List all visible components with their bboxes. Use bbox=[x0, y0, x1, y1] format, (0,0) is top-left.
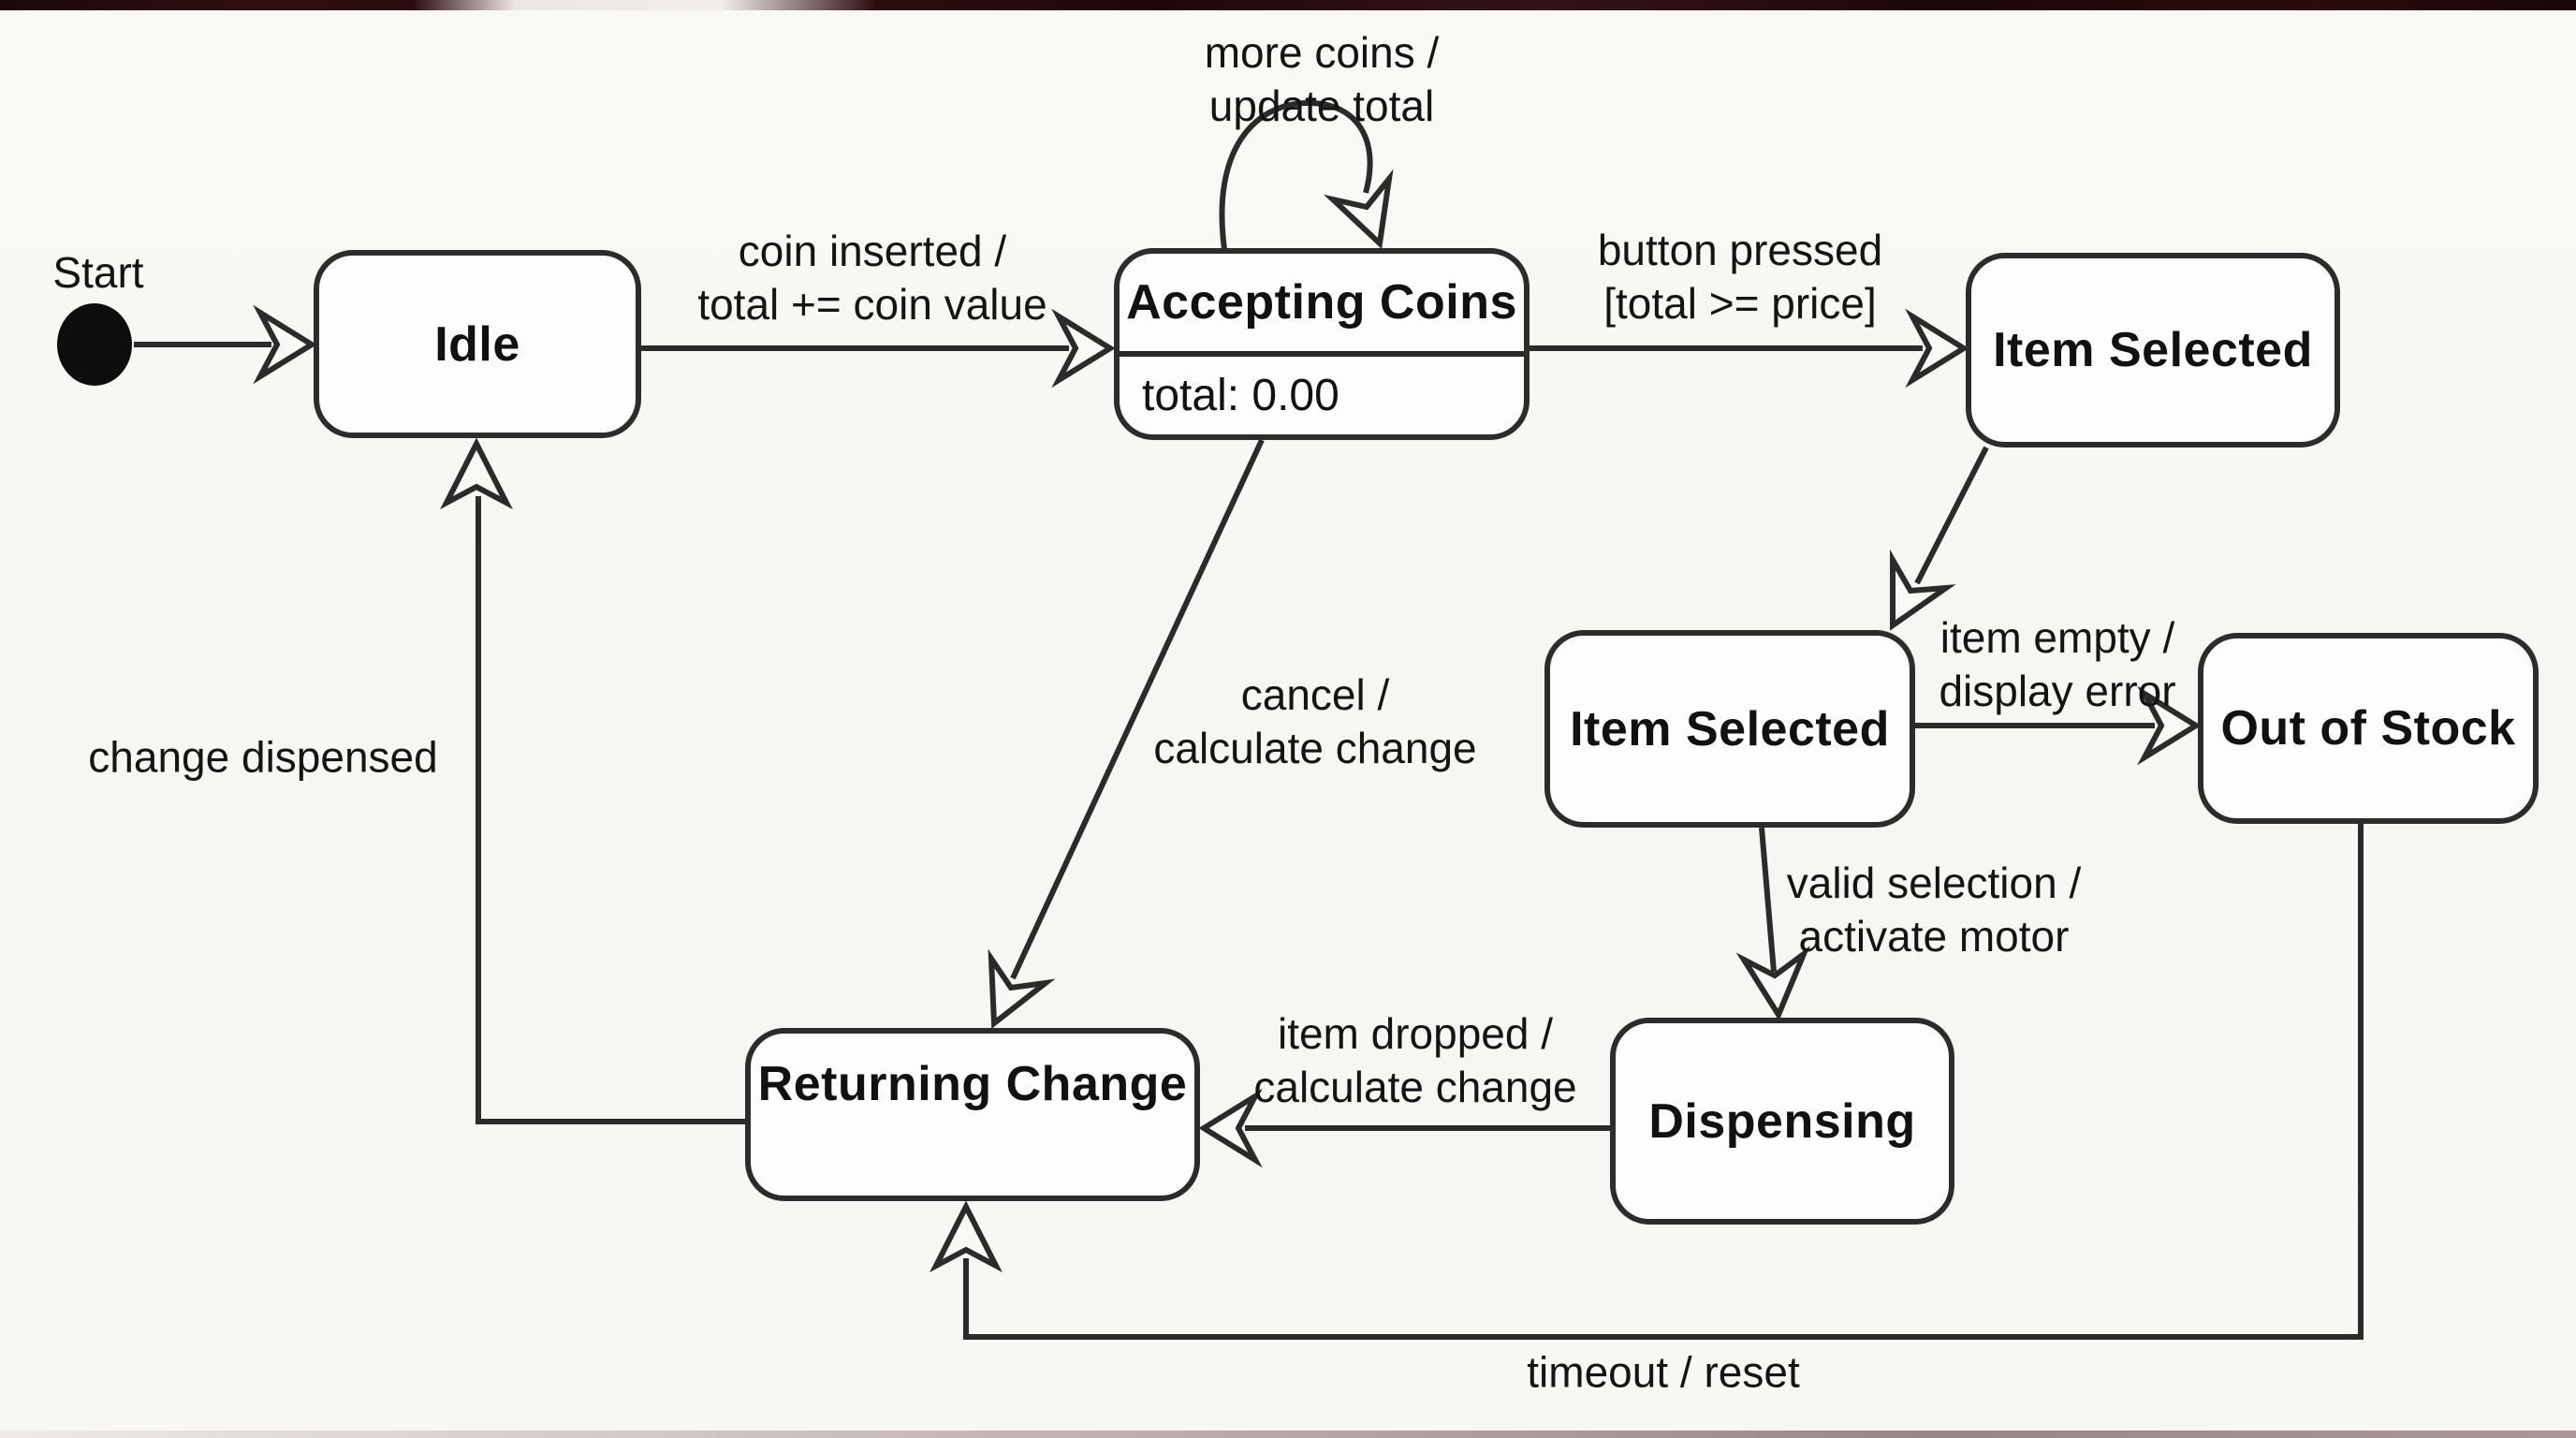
label-valid-selection-line1: valid selection / bbox=[1786, 858, 2082, 907]
transition-more-coins-loop bbox=[1219, 99, 1373, 250]
transition-change-dispensed-line bbox=[476, 496, 745, 1124]
transition-change-dispensed-arrowhead bbox=[440, 437, 513, 510]
transition-item-empty-arrowhead bbox=[2137, 685, 2202, 766]
label-more-coins-line2: update total bbox=[1208, 81, 1435, 130]
label-button-pressed-line2: [total >= price] bbox=[1603, 279, 1877, 328]
state-item-selected-top-title: Item Selected bbox=[1993, 323, 2313, 377]
transition-valid-selection-line bbox=[1759, 827, 1777, 973]
transition-button-pressed-arrowhead bbox=[1905, 308, 1969, 389]
state-item-selected-top: Item Selected bbox=[1966, 253, 2340, 448]
state-accepting-coins-title-row: Accepting Coins bbox=[1120, 254, 1524, 351]
initial-state-dot bbox=[57, 303, 132, 386]
label-coin-inserted-line1: coin inserted / bbox=[738, 227, 1007, 275]
label-more-coins-line1: more coins / bbox=[1204, 28, 1440, 77]
state-accepting-coins-body: total: 0.00 bbox=[1120, 357, 1524, 434]
label-item-dropped: item dropped / calculate change bbox=[1253, 1007, 1576, 1114]
transition-cancel-arrowhead bbox=[988, 948, 1056, 1029]
scan-artifact-bottom-edge bbox=[0, 1431, 2576, 1438]
transition-start-to-idle-arrowhead bbox=[253, 304, 317, 385]
state-accepting-coins-title: Accepting Coins bbox=[1126, 275, 1517, 330]
label-timeout: timeout / reset bbox=[1527, 1346, 1799, 1400]
label-change-dispensed-line1: change dispensed bbox=[88, 732, 438, 782]
transition-timeout-arrowhead bbox=[929, 1200, 1003, 1273]
state-accepting-coins: Accepting Coins total: 0.00 bbox=[1114, 248, 1530, 440]
label-item-empty-line1: item empty / bbox=[1939, 613, 2175, 662]
state-idle: Idle bbox=[314, 250, 641, 438]
scan-artifact-top-edge bbox=[0, 0, 2576, 10]
transition-cancel-line bbox=[1010, 438, 1265, 980]
label-valid-selection-line2: activate motor bbox=[1798, 912, 2070, 961]
label-coin-inserted: coin inserted / total += coin value bbox=[697, 225, 1046, 331]
label-item-empty: item empty / display error bbox=[1939, 611, 2175, 718]
state-accepting-coins-total: total: 0.00 bbox=[1142, 371, 1339, 420]
state-out-of-stock: Out of Stock bbox=[2198, 633, 2539, 824]
transition-item-selected-link-line bbox=[1914, 446, 1989, 585]
label-timeout-line1: timeout / reset bbox=[1527, 1347, 1800, 1397]
state-idle-title: Idle bbox=[434, 316, 520, 372]
state-accepting-coins-divider bbox=[1120, 351, 1524, 357]
label-item-empty-line2: display error bbox=[1939, 667, 2176, 715]
transition-timeout-line bbox=[963, 824, 2364, 1340]
transition-valid-selection-arrowhead bbox=[1735, 946, 1810, 1021]
label-item-dropped-line1: item dropped / bbox=[1277, 1009, 1554, 1058]
label-valid-selection: valid selection / activate motor bbox=[1787, 857, 2082, 963]
label-button-pressed: button pressed [total >= price] bbox=[1598, 224, 1882, 330]
state-returning-change-title: Returning Change bbox=[757, 1057, 1188, 1111]
label-cancel-line2: calculate change bbox=[1153, 724, 1477, 772]
label-cancel-line1: cancel / bbox=[1240, 670, 1390, 719]
state-dispensing: Dispensing bbox=[1610, 1018, 1954, 1225]
label-button-pressed-line1: button pressed bbox=[1597, 226, 1883, 274]
label-cancel: cancel / calculate change bbox=[1153, 668, 1476, 775]
label-coin-inserted-line2: total += coin value bbox=[697, 280, 1047, 329]
state-item-selected-mid-title: Item Selected bbox=[1570, 701, 1890, 756]
label-more-coins: more coins / update total bbox=[1205, 26, 1440, 133]
transition-coin-inserted-arrowhead bbox=[1051, 308, 1116, 389]
start-label: Start bbox=[52, 248, 144, 297]
transition-item-dropped-arrowhead bbox=[1198, 1088, 1263, 1168]
transition-item-selected-link-arrowhead bbox=[1890, 549, 1956, 631]
state-item-selected-mid: Item Selected bbox=[1544, 630, 1915, 828]
state-returning-change: Returning Change bbox=[745, 1028, 1200, 1201]
label-item-dropped-line2: calculate change bbox=[1253, 1063, 1577, 1111]
label-change-dispensed: change dispensed bbox=[88, 731, 437, 785]
transition-more-coins-arrowhead bbox=[1323, 169, 1394, 250]
state-dispensing-title: Dispensing bbox=[1648, 1093, 1916, 1149]
state-out-of-stock-title: Out of Stock bbox=[2220, 701, 2516, 756]
